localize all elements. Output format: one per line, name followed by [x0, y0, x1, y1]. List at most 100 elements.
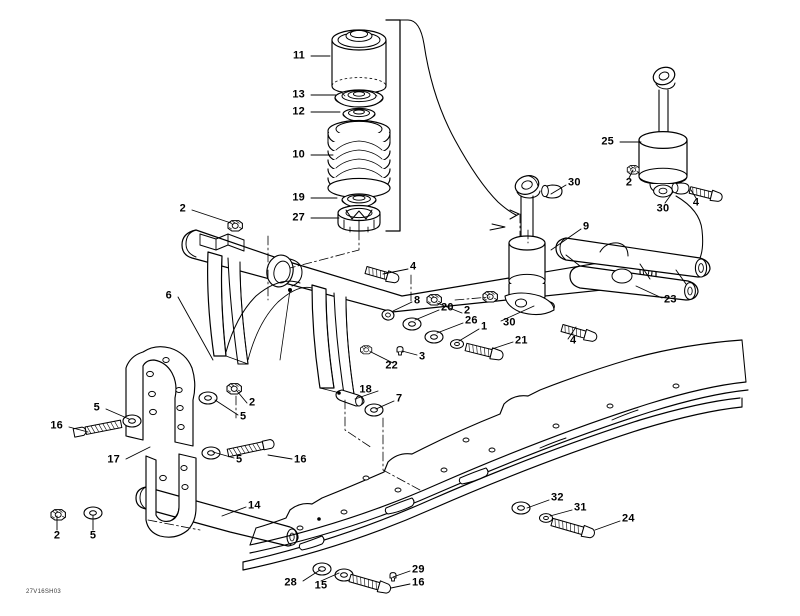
- bolt-4-lower: [560, 324, 598, 342]
- leader-line-30: [550, 184, 567, 195]
- bolt-16-b: [226, 439, 275, 458]
- leader-line-2: [191, 209, 232, 224]
- washer-20: [402, 317, 422, 331]
- leader-line-28: [302, 569, 321, 582]
- bolt-21: [464, 342, 504, 361]
- leader-line-24: [594, 520, 621, 531]
- leader-line-4: [690, 189, 697, 199]
- callout-14[interactable]: 14: [248, 499, 261, 512]
- callout-4[interactable]: 4: [570, 334, 577, 347]
- callout-3[interactable]: 3: [419, 350, 426, 363]
- bolt-4: [364, 266, 400, 284]
- callout-19[interactable]: 19: [292, 191, 305, 204]
- pin-18: [335, 389, 365, 407]
- callout-6[interactable]: 6: [165, 289, 172, 302]
- nut-2-bracket-b: [50, 509, 66, 521]
- leader-line-2: [236, 390, 248, 404]
- callout-7[interactable]: 7: [396, 392, 403, 405]
- callout-17[interactable]: 17: [107, 453, 120, 466]
- leader-line-22: [370, 351, 394, 364]
- callout-5[interactable]: 5: [236, 453, 243, 466]
- callout-16[interactable]: 16: [50, 419, 63, 432]
- leader-line-23: [635, 285, 663, 299]
- callout-2[interactable]: 2: [249, 396, 256, 409]
- leader-line-2: [436, 302, 463, 314]
- bolt-16-a: [72, 419, 123, 438]
- leader-line-14: [221, 506, 247, 517]
- callout-16[interactable]: 16: [294, 453, 307, 466]
- callout-21[interactable]: 21: [515, 334, 528, 347]
- callout-4[interactable]: 4: [692, 196, 700, 209]
- center-shock: [508, 175, 563, 314]
- callout-13[interactable]: 13: [292, 88, 305, 101]
- leader-line-1: [458, 328, 480, 342]
- callout-25[interactable]: 25: [601, 135, 614, 148]
- left-brackets: [125, 346, 197, 538]
- washer-26: [424, 330, 444, 344]
- callout-12[interactable]: 12: [292, 105, 305, 118]
- callout-28[interactable]: 28: [284, 576, 297, 589]
- rail-assembly: [242, 339, 749, 571]
- diagram-reference-code: 27V16SH03: [26, 589, 62, 595]
- callout-9[interactable]: 9: [583, 220, 590, 233]
- callout-29[interactable]: 29: [412, 563, 425, 576]
- callout-10[interactable]: 10: [292, 148, 305, 161]
- leader-line-29: [392, 570, 411, 578]
- leader-line-20: [414, 309, 440, 321]
- callout-1[interactable]: 1: [481, 320, 488, 333]
- leader-line-30: [664, 191, 674, 204]
- callout-27[interactable]: 27: [292, 211, 305, 224]
- leader-line-9: [550, 228, 582, 251]
- leader-line-18: [354, 390, 379, 400]
- callout-11[interactable]: 11: [292, 49, 305, 62]
- callout-30[interactable]: 30: [503, 316, 516, 329]
- rear-shock: [626, 66, 723, 202]
- callout-5[interactable]: 5: [240, 410, 247, 423]
- callout-22[interactable]: 22: [385, 359, 398, 372]
- callout-31[interactable]: 31: [574, 501, 587, 514]
- callout-5[interactable]: 5: [93, 401, 100, 414]
- callout-30[interactable]: 30: [656, 202, 670, 215]
- callout-2[interactable]: 2: [179, 202, 186, 215]
- callout-26[interactable]: 26: [465, 314, 478, 327]
- leader-line-4: [567, 326, 577, 340]
- callout-20[interactable]: 20: [441, 301, 454, 314]
- leader-line-15: [320, 572, 340, 582]
- washer-5-a: [122, 414, 142, 428]
- callout-8[interactable]: 8: [414, 294, 421, 307]
- leader-line-6: [177, 296, 214, 361]
- nut-2-bracket-a: [226, 383, 242, 395]
- leader-line-5: [214, 399, 239, 416]
- bushing-8: [381, 309, 395, 321]
- callout-32[interactable]: 32: [551, 491, 564, 504]
- leader-line-16: [68, 426, 89, 433]
- rear-arm: [555, 237, 711, 301]
- leader-line-3: [401, 350, 418, 356]
- leader-line-2: [628, 169, 634, 179]
- callout-23[interactable]: 23: [664, 293, 677, 306]
- leader-line-16: [390, 583, 411, 589]
- callout-30[interactable]: 30: [568, 176, 581, 189]
- leader-line-30: [500, 305, 535, 322]
- leader-line-5: [105, 408, 130, 420]
- leader-line-17: [125, 446, 151, 460]
- bolt-24: [550, 517, 596, 539]
- leader-line-31: [549, 509, 573, 517]
- callout-15[interactable]: 15: [314, 579, 328, 592]
- callout-16[interactable]: 16: [412, 576, 425, 589]
- callout-2[interactable]: 2: [464, 304, 471, 317]
- fitting-3: [396, 346, 404, 356]
- leader-line-21: [491, 341, 514, 350]
- callout-18[interactable]: 18: [359, 383, 372, 396]
- washer-31: [538, 513, 554, 523]
- leader-line-16: [267, 454, 293, 460]
- callout-24[interactable]: 24: [622, 512, 635, 525]
- callout-5[interactable]: 5: [89, 529, 97, 542]
- spring-stack: [327, 19, 401, 233]
- callout-2[interactable]: 2: [625, 176, 633, 189]
- callout-2[interactable]: 2: [53, 529, 61, 542]
- leader-line-26: [436, 322, 464, 334]
- callout-4[interactable]: 4: [410, 260, 417, 273]
- nut-22: [360, 345, 373, 355]
